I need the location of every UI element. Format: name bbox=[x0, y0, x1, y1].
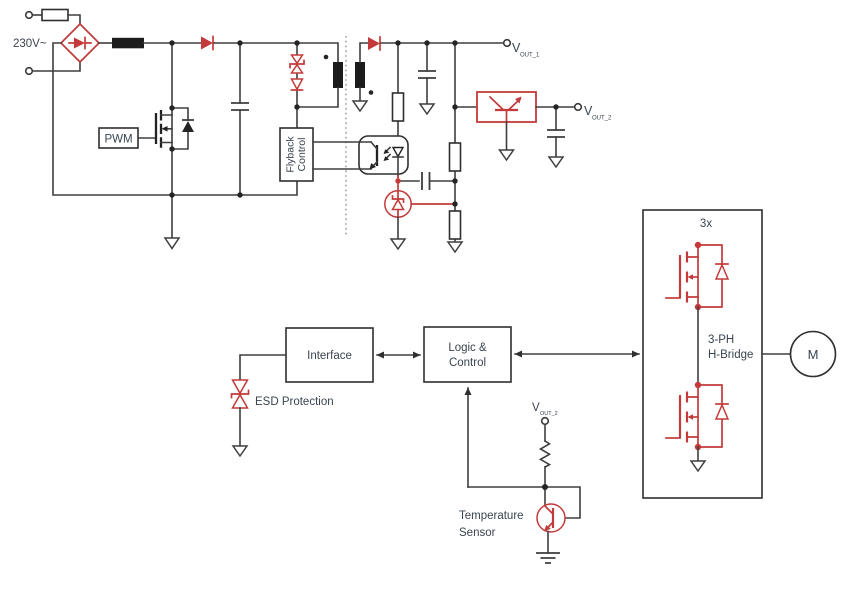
vout2-terminal: V OUT_2 bbox=[573, 102, 612, 122]
shunt-regulator bbox=[384, 175, 456, 251]
mains-input: 230V~ bbox=[13, 8, 81, 76]
logic-control-block: Logic & Control bbox=[423, 326, 512, 383]
flyback-label-1: Flyback bbox=[285, 136, 297, 173]
primary-ground bbox=[163, 237, 181, 250]
esd-label: ESD Protection bbox=[255, 396, 334, 408]
hbridge-label-2: H-Bridge bbox=[708, 349, 753, 361]
pwm-block: PWM bbox=[98, 127, 139, 149]
flyback-label-2: Control bbox=[296, 138, 308, 172]
feedback-bias-resistor bbox=[391, 42, 405, 149]
secondary-phase-dot bbox=[368, 90, 374, 95]
divider-resistor-top bbox=[448, 142, 462, 172]
phototransistor-emitter-arrow bbox=[369, 163, 376, 170]
feedback-divider bbox=[446, 42, 464, 254]
hbridge-label-1: 3-PH bbox=[708, 334, 734, 346]
temp-label-1: Temperature bbox=[459, 510, 524, 522]
motor-label: M bbox=[808, 347, 819, 362]
flyback-control-block: Flyback Control bbox=[279, 127, 314, 182]
primary-winding bbox=[333, 62, 343, 88]
mains-terminal-top bbox=[24, 10, 34, 20]
feedback-capacitor bbox=[397, 172, 456, 190]
hbridge-block: 3x 3-PH H-Bridge bbox=[642, 209, 763, 499]
primary-phase-dot bbox=[323, 54, 329, 60]
interface-block: Interface bbox=[285, 327, 374, 383]
primary-switch-mosfet bbox=[137, 42, 194, 196]
light-arrow bbox=[383, 149, 390, 154]
multiplier-label: 3x bbox=[700, 218, 712, 230]
bulk-capacitor bbox=[231, 42, 249, 196]
vout1-terminal: V OUT_1 bbox=[502, 38, 540, 59]
motor: M bbox=[761, 330, 837, 378]
output-capacitor-1 bbox=[418, 42, 436, 116]
vsense-terminal bbox=[540, 416, 550, 426]
light-arrow bbox=[383, 156, 390, 161]
interface-label: Interface bbox=[307, 350, 352, 362]
secondary-ground bbox=[351, 100, 369, 113]
junction-dots bbox=[169, 40, 559, 490]
temperature-sensor-transistor bbox=[536, 503, 566, 533]
logic-label-2: Control bbox=[449, 357, 486, 369]
mains-terminal-bottom bbox=[24, 66, 34, 76]
primary-return-rail bbox=[52, 42, 298, 250]
hbridge-ground bbox=[689, 460, 707, 473]
mains-voltage-label: 230V~ bbox=[13, 38, 47, 50]
pwm-label: PWM bbox=[104, 134, 132, 146]
esd-protection: ESD Protection bbox=[230, 354, 334, 458]
optocoupler bbox=[312, 135, 409, 177]
divider-resistor-bottom bbox=[448, 210, 462, 240]
opto-led bbox=[391, 146, 405, 158]
sense-resistor bbox=[538, 439, 552, 469]
vsense-subscript: OUT_2 bbox=[540, 411, 558, 417]
snubber-clamp bbox=[289, 42, 305, 129]
temp-label-2: Sensor bbox=[459, 527, 496, 539]
signal-ground bbox=[536, 552, 560, 564]
vout2-label: V bbox=[584, 104, 593, 118]
vout1-label: V bbox=[512, 41, 521, 55]
logic-label-1: Logic & bbox=[448, 342, 487, 354]
linear-regulator bbox=[454, 91, 575, 162]
emitter-arrow bbox=[544, 525, 551, 532]
vout1-subscript: OUT_1 bbox=[520, 53, 540, 59]
secondary-rectifier-diode bbox=[368, 36, 504, 51]
emi-inductor bbox=[98, 37, 202, 49]
vsense-label: V bbox=[532, 402, 540, 414]
rail-diode bbox=[201, 35, 339, 63]
temperature-sense-branch: V OUT_2 Temperature Sensor bbox=[459, 387, 581, 564]
output-capacitor-2 bbox=[547, 106, 565, 169]
bridge-rectifier bbox=[59, 22, 101, 64]
input-fuse-resistor bbox=[41, 8, 69, 22]
secondary-winding bbox=[355, 62, 365, 88]
vout2-subscript: OUT_2 bbox=[592, 116, 612, 122]
flyback-transformer bbox=[296, 42, 374, 113]
regulator-arrow bbox=[515, 96, 522, 104]
